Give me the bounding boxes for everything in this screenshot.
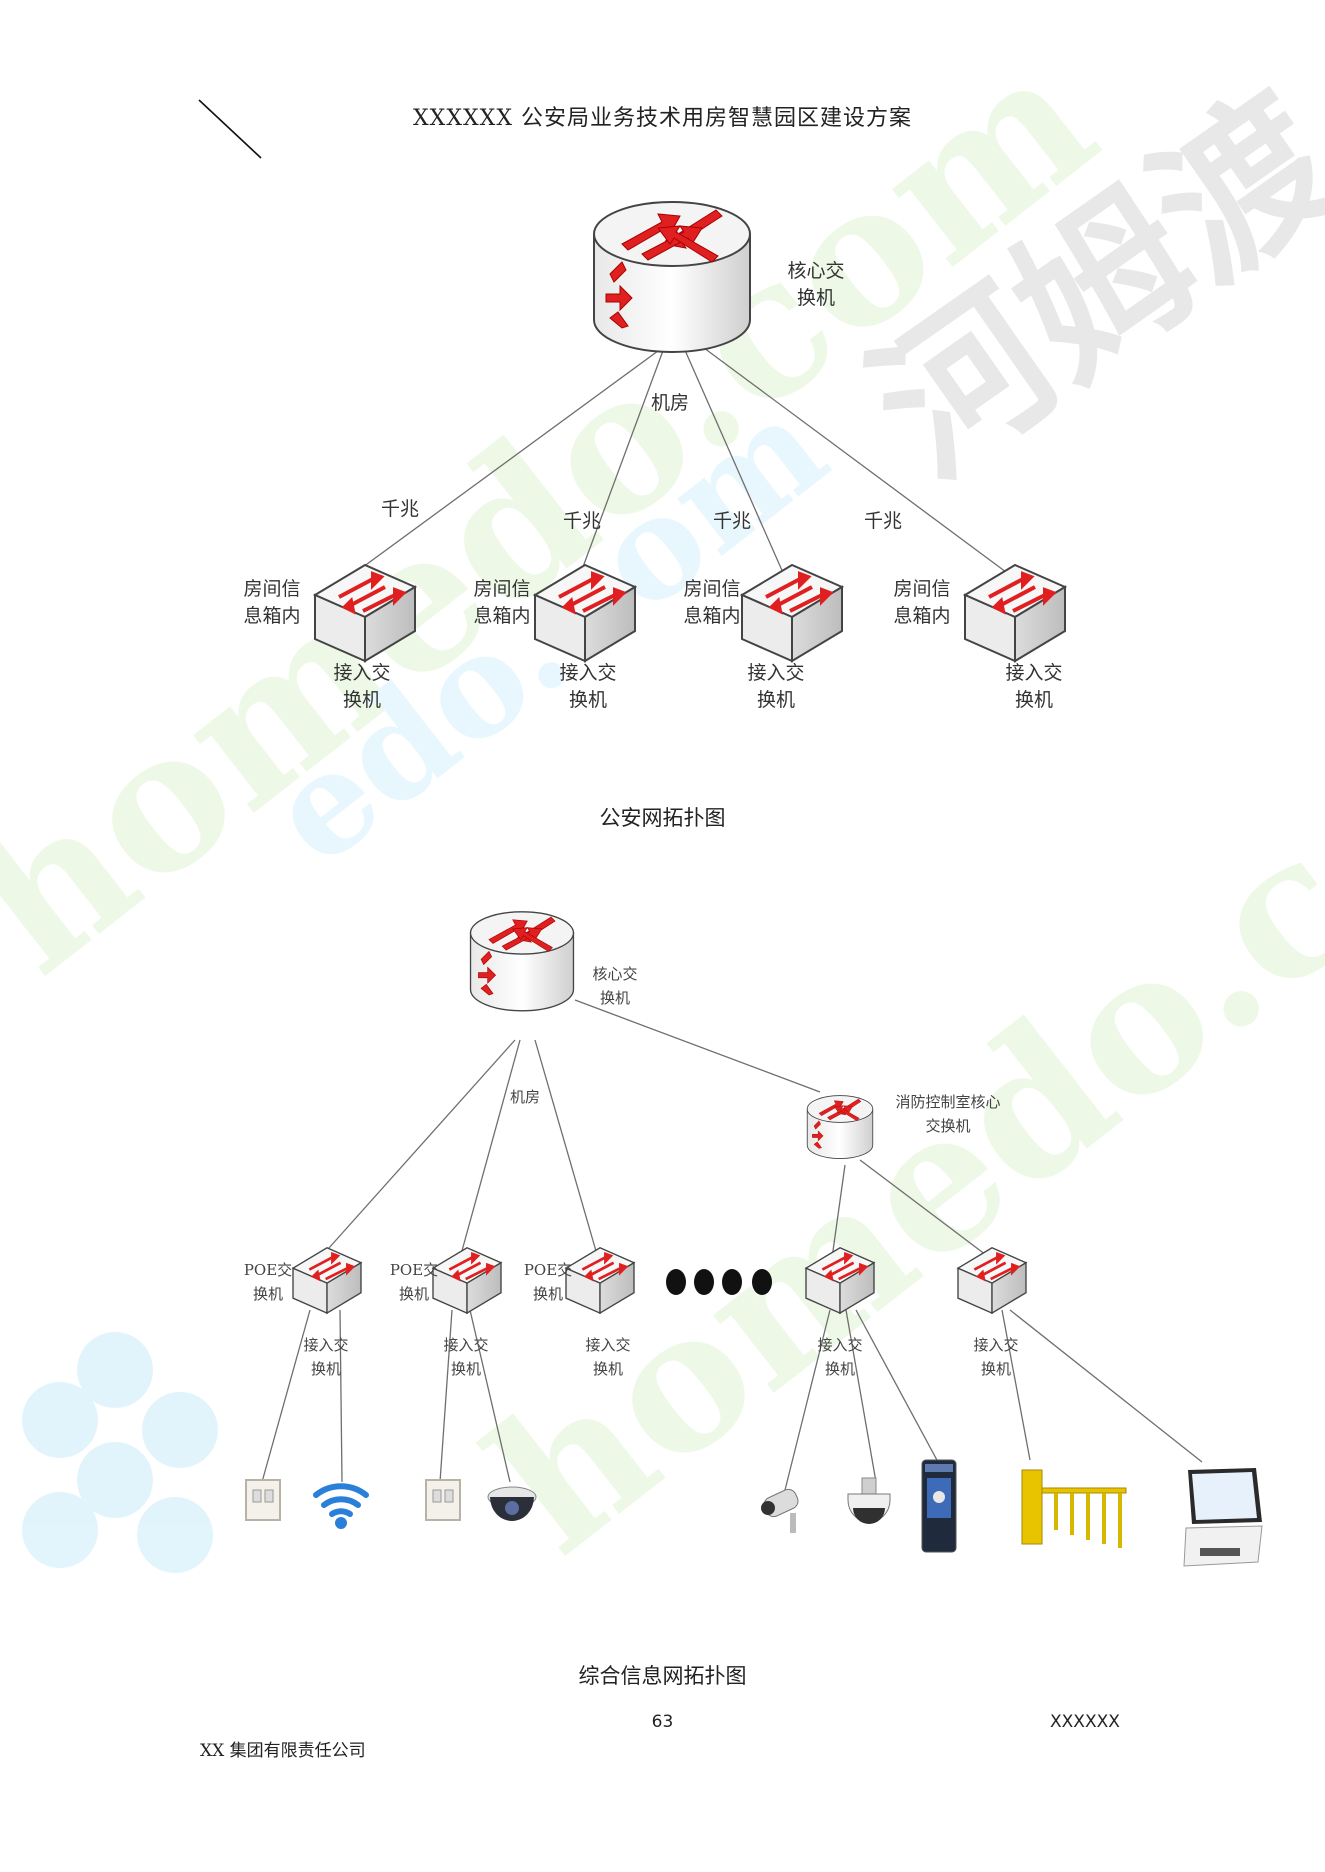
access-switch-label: 接入交换机 <box>973 1336 1019 1378</box>
access-switch-label: 接入交换机 <box>585 1336 631 1378</box>
document-title: XXXXXX 公安局业务技术用房智慧园区建设方案 <box>413 106 912 131</box>
fire-control-core-switch-icon <box>806 1095 874 1160</box>
speed-dome-icon <box>847 1477 891 1524</box>
room-label: 机房 <box>650 392 689 414</box>
panel-switch-icon <box>425 1479 461 1521</box>
corner-mark <box>198 99 262 159</box>
poe-switch-icon <box>431 1246 503 1315</box>
poe-switch-label: POE交换机 <box>389 1261 439 1303</box>
pos-terminal-icon <box>1183 1468 1263 1567</box>
link-label: 千兆 <box>712 510 751 532</box>
box-label: 房间信息箱内 <box>893 578 951 627</box>
bullet-camera-icon <box>761 1488 799 1533</box>
page-number: 63 <box>651 1712 674 1732</box>
barrier-gate-icon <box>1021 1469 1127 1548</box>
fire-control-core-label: 消防控制室核心交换机 <box>895 1093 1001 1135</box>
poe-switch-label: POE交换机 <box>243 1261 293 1303</box>
box-label: 房间信息箱内 <box>243 578 301 627</box>
company-name: XX 集团有限责任公司 <box>200 1741 366 1761</box>
dome-camera-icon <box>487 1486 537 1521</box>
face-terminal-icon <box>921 1459 957 1553</box>
core-switch-label: 核心交换机 <box>787 260 845 309</box>
panel-switch-icon <box>245 1479 281 1521</box>
diagram2-caption: 综合信息网拓扑图 <box>578 1664 747 1688</box>
core-switch-icon <box>469 911 575 1012</box>
link-label: 千兆 <box>863 510 902 532</box>
room-label: 机房 <box>509 1088 540 1106</box>
access-switch-label: 接入交换机 <box>303 1336 349 1378</box>
access-switch-label: 接入交换机 <box>747 662 805 711</box>
flower-watermark-icon <box>22 1332 218 1573</box>
poe-switch-icon <box>564 1246 636 1315</box>
diagram1-caption: 公安网拓扑图 <box>599 806 726 830</box>
access-switch-label: 接入交换机 <box>443 1336 489 1378</box>
footer-right-text: XXXXXX <box>1050 1712 1120 1732</box>
access-switch-label: 接入交换机 <box>817 1336 863 1378</box>
link-label: 千兆 <box>380 498 419 520</box>
poe-switch-icon <box>291 1246 363 1315</box>
box-label: 房间信息箱内 <box>683 578 741 627</box>
access-switch-label: 接入交换机 <box>1005 662 1063 711</box>
link-label: 千兆 <box>562 510 601 532</box>
access-switch-label: 接入交换机 <box>333 662 391 711</box>
core-switch-label: 核心交换机 <box>592 965 638 1007</box>
access-switch-icon <box>804 1246 876 1315</box>
box-label: 房间信息箱内 <box>473 578 531 627</box>
ellipsis-icon <box>666 1269 772 1295</box>
access-switch-label: 接入交换机 <box>559 662 617 711</box>
wifi-icon <box>313 1483 369 1529</box>
access-switch-icon <box>956 1246 1028 1315</box>
poe-switch-label: POE交换机 <box>523 1261 573 1303</box>
